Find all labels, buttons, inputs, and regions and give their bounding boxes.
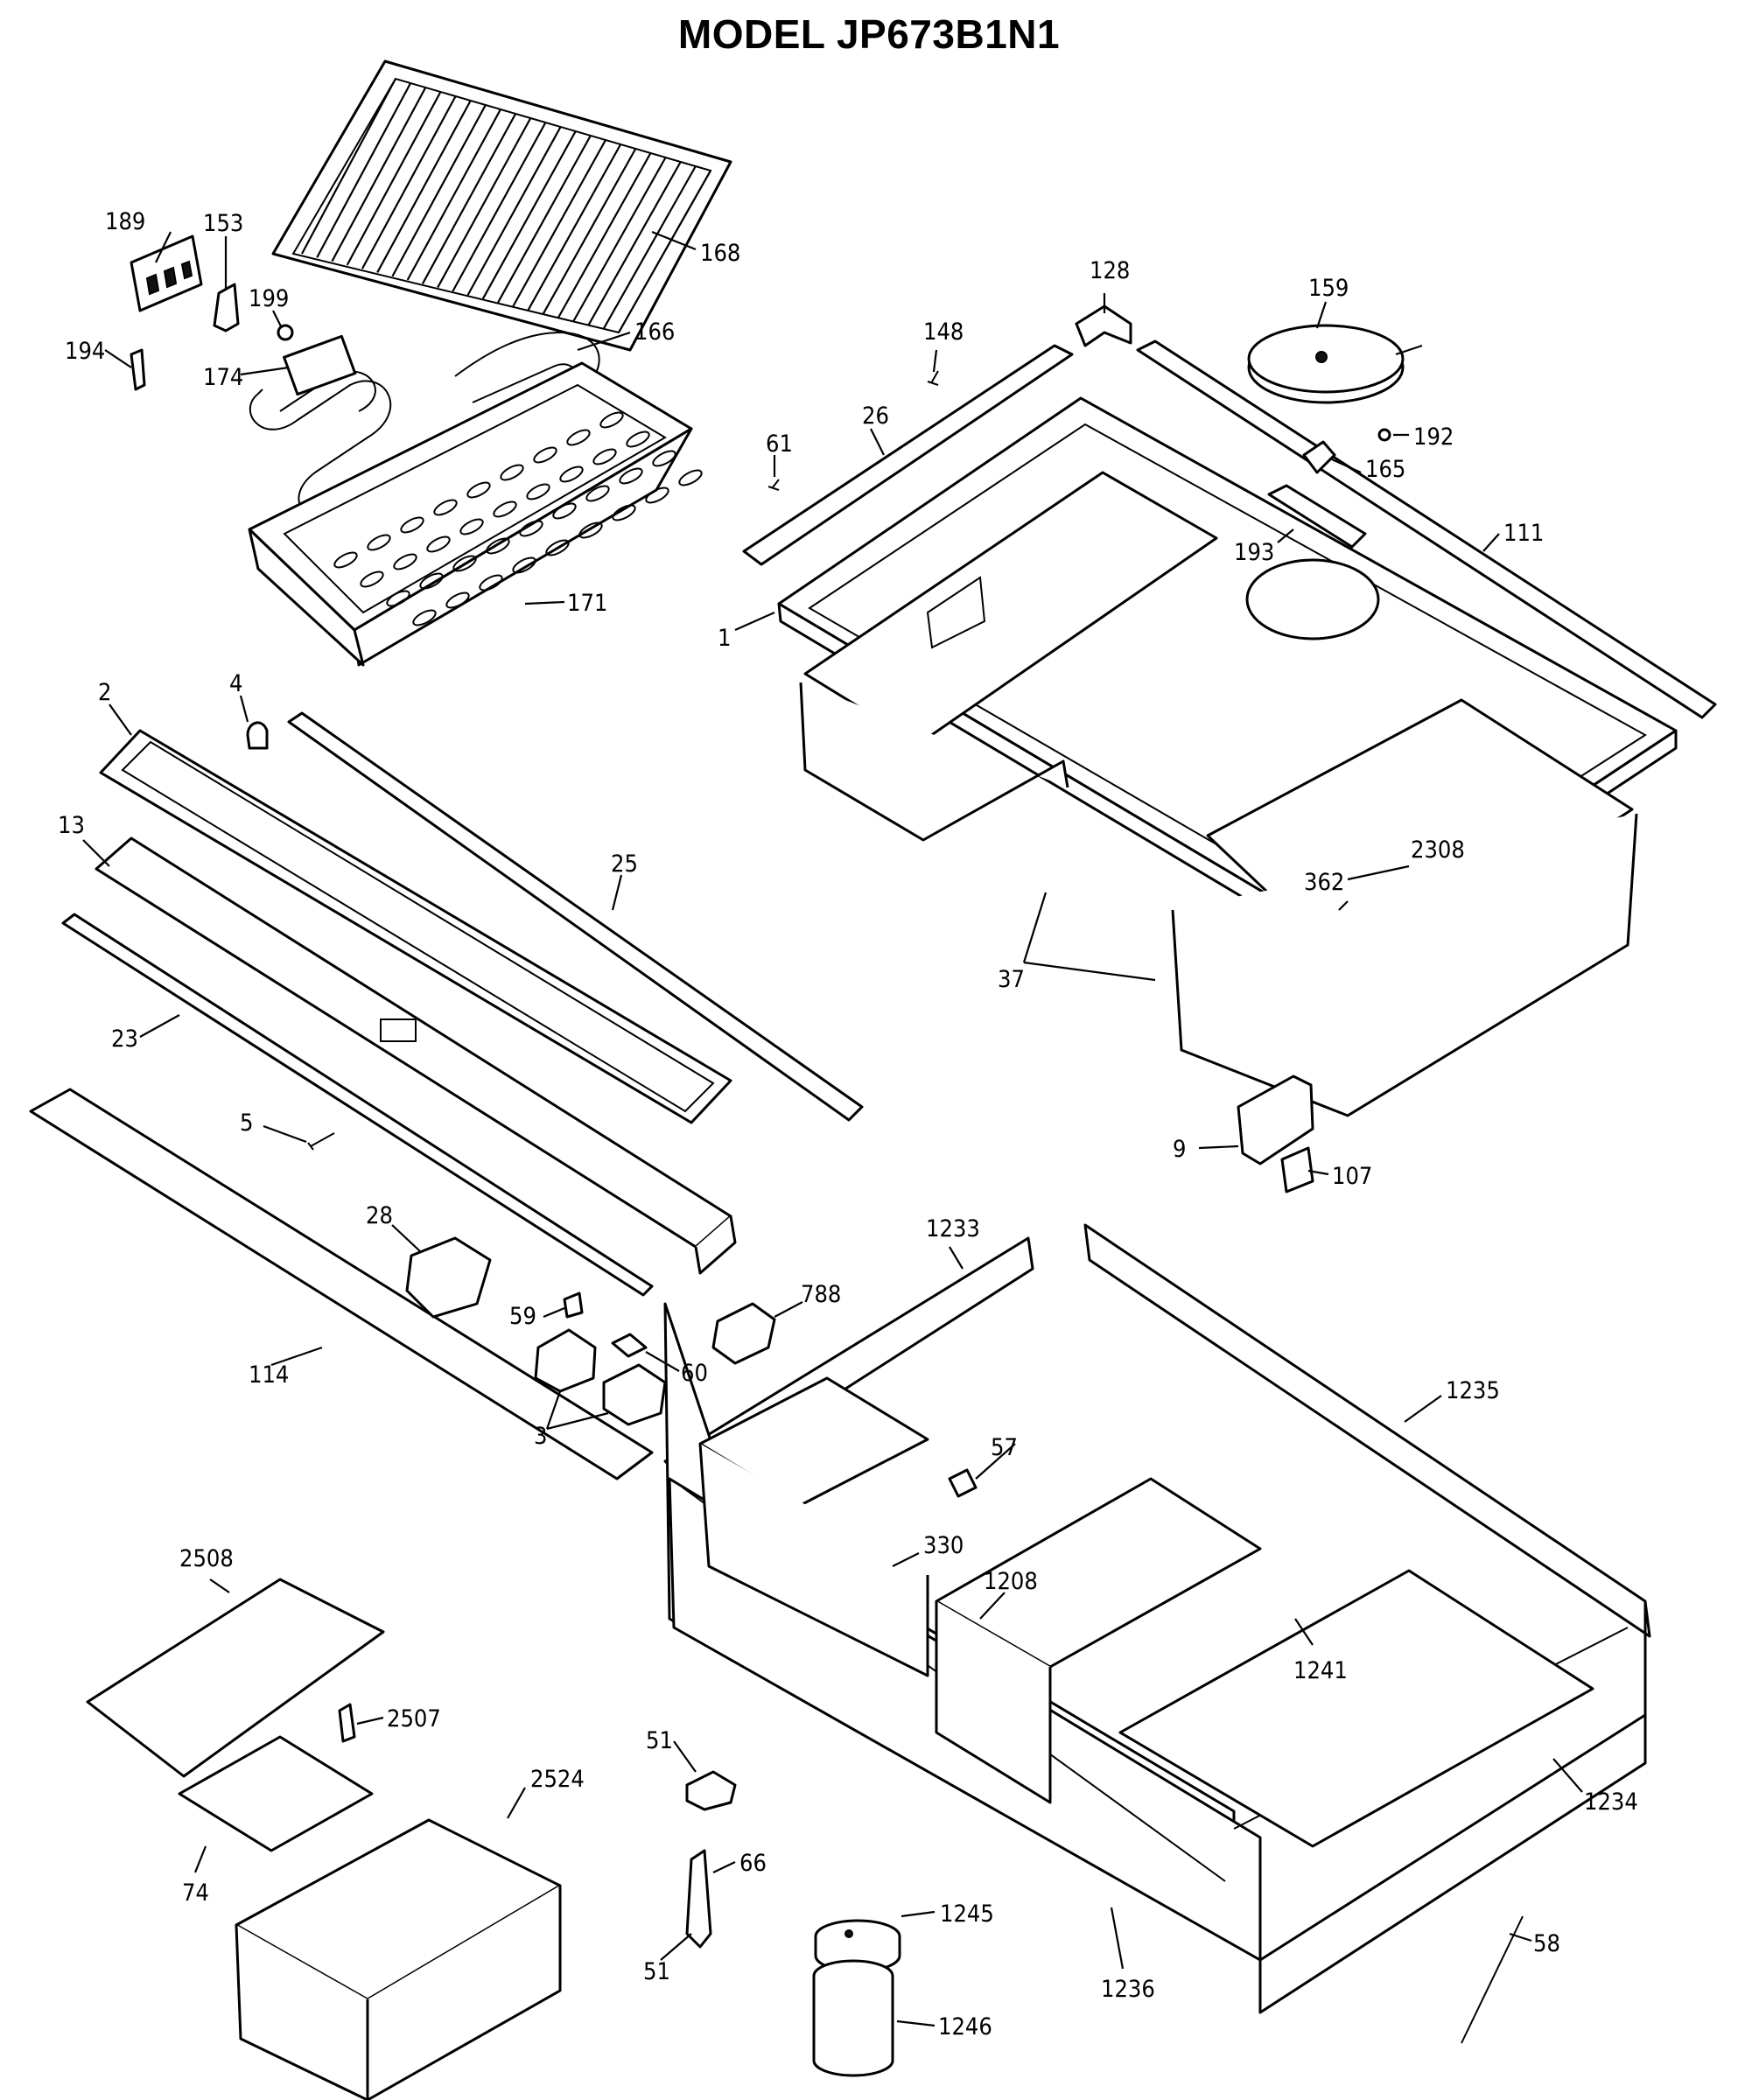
jar-1246 (812, 1959, 894, 2077)
screw-5 (307, 1132, 335, 1151)
switch-28 (405, 1236, 492, 1319)
callout-60: 60 (681, 1360, 708, 1387)
washer-192 (1377, 428, 1391, 442)
callout-199: 199 (249, 285, 289, 312)
bracket-9 (1237, 1074, 1314, 1166)
callout-61: 61 (766, 430, 793, 458)
callout-192: 192 (1413, 424, 1454, 451)
callout-58: 58 (1533, 1930, 1560, 1957)
trim-strip-111 (1136, 340, 1717, 719)
spacer-2507 (338, 1703, 356, 1743)
callout-66: 66 (739, 1850, 767, 1877)
grill-bracket-189 (130, 234, 203, 312)
screw-61 (767, 479, 780, 491)
callout-128: 128 (1090, 257, 1130, 284)
rail-25 (287, 711, 864, 1122)
callout-168: 168 (700, 240, 740, 267)
callout-189: 189 (105, 208, 145, 235)
callout-28: 28 (366, 1202, 393, 1229)
connector-788 (711, 1302, 776, 1365)
callout-166: 166 (634, 318, 675, 346)
well-pans-part (799, 471, 1638, 1117)
callout-111: 111 (1503, 520, 1544, 547)
callout-2508: 2508 (179, 1545, 234, 1572)
callout-26: 26 (862, 402, 889, 430)
callout-1245: 1245 (940, 1900, 994, 1928)
callout-171: 171 (567, 590, 607, 617)
callout-165: 165 (1365, 456, 1405, 483)
callout-153: 153 (203, 210, 243, 237)
callout-159: 159 (1308, 275, 1349, 302)
callout-51-upper: 51 (646, 1727, 673, 1754)
callout-174: 174 (203, 364, 243, 391)
callout-1236: 1236 (1101, 1976, 1155, 2003)
callout-1208: 1208 (984, 1568, 1038, 1595)
clamp-51 (685, 1770, 737, 1811)
trim-strip-26 (742, 344, 1074, 566)
callout-13: 13 (58, 812, 85, 839)
knob-4 (246, 721, 269, 750)
plate-60 (611, 1333, 648, 1358)
plate-2508 (86, 1578, 385, 1778)
callout-59: 59 (509, 1303, 536, 1330)
grill-grate-part (271, 60, 732, 352)
terminal-194 (130, 348, 146, 391)
callout-1233: 1233 (926, 1215, 980, 1242)
callout-107: 107 (1332, 1163, 1372, 1190)
switch-3b (602, 1363, 667, 1426)
trim-23 (61, 913, 654, 1297)
nut-199 (277, 324, 294, 341)
bracket-193 (1267, 484, 1367, 549)
callout-788: 788 (801, 1281, 841, 1308)
callout-362: 362 (1304, 869, 1344, 896)
callout-25: 25 (611, 850, 638, 878)
callout-3: 3 (534, 1423, 547, 1450)
callout-1235: 1235 (1446, 1377, 1500, 1404)
callout-9: 9 (1173, 1136, 1186, 1163)
surface-element-159 (1247, 324, 1423, 404)
callout-2: 2 (98, 679, 111, 706)
control-panel-13 (95, 836, 737, 1275)
callout-1246: 1246 (938, 2013, 992, 2040)
callout-74: 74 (182, 1880, 209, 1907)
callout-51-lower: 51 (643, 1958, 670, 1985)
callout-1241: 1241 (1293, 1657, 1348, 1684)
callout-2308: 2308 (1411, 836, 1465, 864)
callout-4: 4 (229, 670, 242, 697)
callout-37: 37 (998, 966, 1025, 993)
control-panel-overlay-2 (99, 729, 732, 1124)
valve-66 (685, 1849, 712, 1949)
leader-lines (82, 230, 1583, 2027)
switch-165 (1302, 440, 1336, 474)
switch-3a (534, 1328, 597, 1393)
callout-148: 148 (923, 318, 964, 346)
callout-2507: 2507 (387, 1705, 441, 1732)
callout-2524: 2524 (530, 1766, 585, 1793)
grill-pan-part (248, 361, 703, 667)
clip-153 (213, 283, 240, 332)
trim-114 (29, 1088, 654, 1480)
board-74 (178, 1735, 374, 1852)
callout-1234: 1234 (1584, 1788, 1638, 1816)
cooktop-box-part (663, 1223, 1651, 2014)
callout-57: 57 (991, 1434, 1018, 1461)
model-title: MODEL JP673B1N1 (677, 11, 1061, 57)
screw-148 (927, 370, 939, 386)
callout-23: 23 (111, 1026, 138, 1053)
tie-58 (1461, 1915, 1524, 2044)
callout-193: 193 (1234, 539, 1274, 566)
callout-5: 5 (240, 1110, 253, 1137)
box-2524 (235, 1818, 562, 2100)
clip-107 (1280, 1146, 1314, 1194)
callout-114: 114 (249, 1362, 289, 1389)
callout-labels: 189 153 168 199 166 194 174 171 128 159 … (58, 208, 1638, 2040)
light-59 (563, 1292, 584, 1319)
callout-194: 194 (65, 338, 105, 365)
callout-330: 330 (923, 1532, 964, 1559)
callout-1: 1 (718, 625, 731, 652)
